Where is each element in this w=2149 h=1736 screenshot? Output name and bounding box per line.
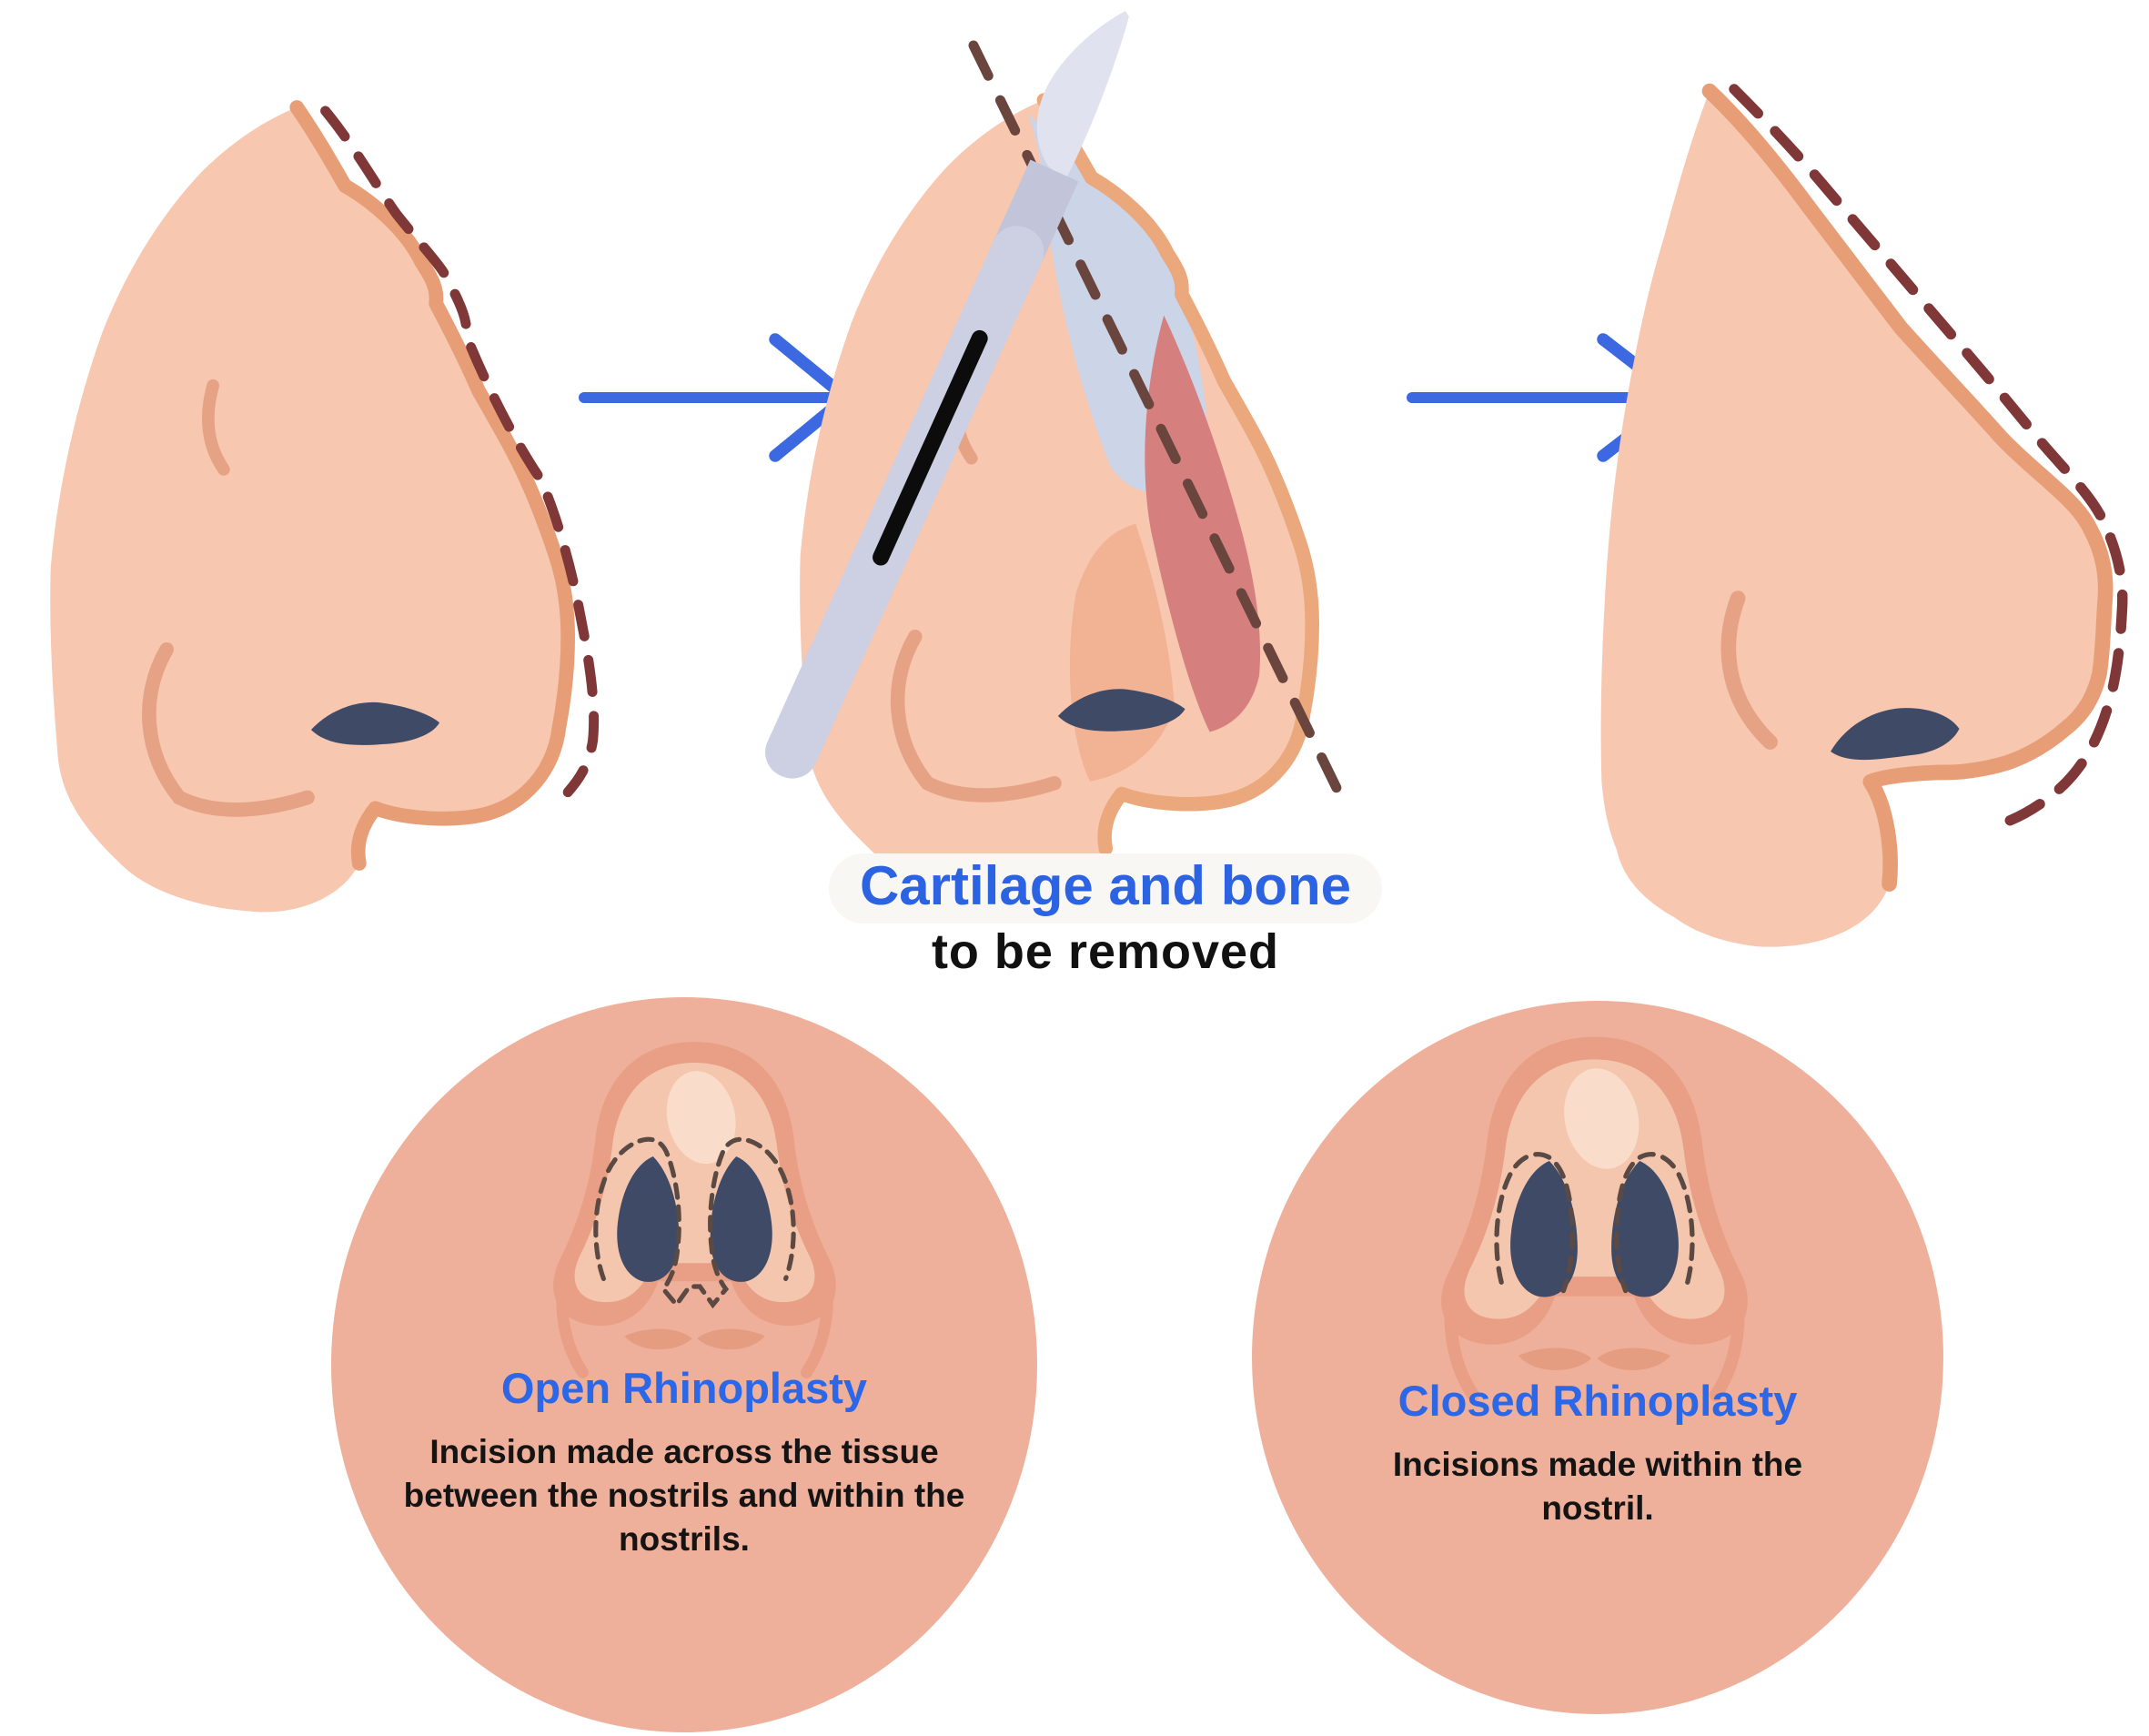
nose-after-skin	[1600, 91, 2106, 947]
nostril	[1057, 689, 1185, 732]
nostril	[1831, 708, 1960, 761]
open-rhinoplasty-desc-line: nostrils.	[619, 1519, 750, 1558]
scalpel-icon	[765, 11, 1129, 779]
bridge-crease	[202, 378, 230, 476]
nostril	[310, 701, 440, 745]
nose-after-illustration	[1600, 83, 2128, 947]
nose-after-profile-edge	[1701, 83, 2114, 892]
closed-rhinoplasty-desc-line: Incisions made within the	[1392, 1445, 1803, 1483]
open-incision-dashed	[593, 1136, 796, 1309]
open-rhinoplasty-circle	[331, 997, 1037, 1732]
alar-crease	[890, 630, 1062, 802]
arrow-right-icon	[579, 333, 853, 462]
closed-rhinoplasty-desc-line: nostril.	[1541, 1489, 1654, 1527]
closed-rhinoplasty-title: Closed Rhinoplasty	[1397, 1377, 1798, 1425]
alar-crease	[1720, 590, 1778, 750]
alar-crease	[142, 642, 315, 817]
cartilage-label-line1: Cartilage and bone	[828, 853, 1383, 924]
nose-before-illustration	[50, 100, 600, 913]
cartilage-label-line2: to be removed	[931, 924, 1280, 979]
nose-before-profile-edge	[289, 100, 576, 871]
closed-rhinoplasty-circle	[1252, 1001, 1943, 1714]
target-outline-dashed	[320, 106, 600, 798]
open-rhinoplasty-desc-line: Incision made across the tissue	[429, 1432, 939, 1470]
open-rhinoplasty-text: Open Rhinoplasty Incision made across th…	[375, 1365, 994, 1561]
open-rhinoplasty-desc-line: between the nostrils and within the	[403, 1476, 965, 1514]
closed-rhinoplasty-text: Closed Rhinoplasty Incisions made within…	[1288, 1378, 1907, 1530]
nose-surgery-profile-edge	[1036, 93, 1320, 856]
exposed-bone	[1145, 315, 1261, 732]
nose-bottom-view-closed	[1441, 1037, 1748, 1396]
nose-surgery-illustration	[800, 93, 1320, 897]
closed-incision-dashed-left	[1494, 1151, 1575, 1294]
scalpel-blade	[1036, 11, 1129, 182]
cartilage-label: Cartilage and bone to be removed	[810, 853, 1401, 979]
nose-bottom-view-open	[553, 1042, 836, 1372]
open-rhinoplasty-title: Open Rhinoplasty	[500, 1364, 868, 1412]
closed-incision-dashed-right	[1614, 1151, 1695, 1294]
scalpel-slot	[873, 329, 988, 566]
former-outline-dashed	[1729, 84, 2128, 833]
